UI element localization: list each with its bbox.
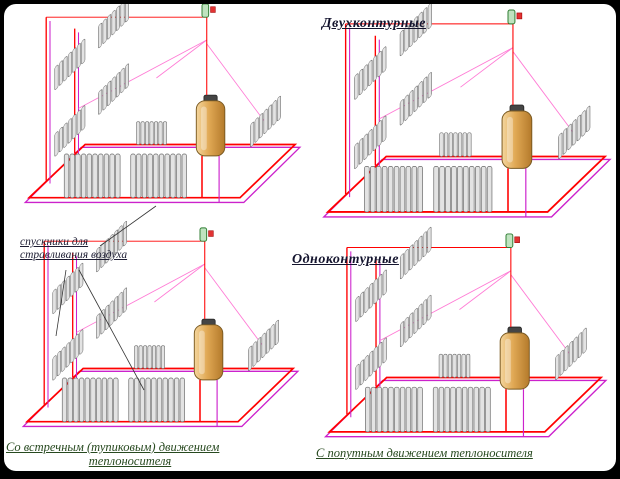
caption-counterflow-line1: Со встречным (тупиковым) движением — [6, 440, 220, 454]
heating-schemes-canvas — [4, 4, 620, 479]
annotation-pointer-lines — [55, 205, 157, 391]
air-vents-line1: спускники для — [20, 236, 89, 248]
caption-counterflow: Со встречным (тупиковым) движением тепло… — [6, 440, 254, 468]
caption-counterflow-line2: теплоносителя — [88, 454, 172, 468]
air-vents-line2: стравливания воздуха — [20, 249, 128, 261]
label-air-vents: спускники для стравливания воздуха — [20, 236, 150, 262]
diagram-panel: Двухконтурные Одноконтурные спускники дл… — [4, 4, 616, 471]
caption-parallel-flow: С попутным движением теплоносителя — [316, 446, 533, 460]
label-single-circuit: Одноконтурные — [292, 252, 399, 267]
scheme-double-circuit-right — [324, 4, 610, 217]
scheme-double-circuit-left — [25, 4, 300, 202]
label-double-circuit: Двухконтурные — [322, 16, 426, 31]
